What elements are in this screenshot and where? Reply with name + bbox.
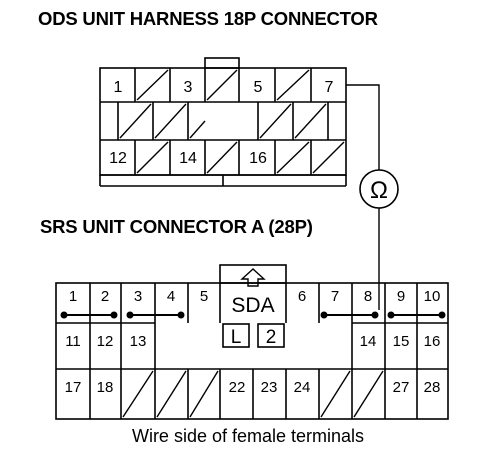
srs-2-label: 2	[266, 327, 277, 348]
srs-pin-1: 1	[69, 288, 77, 305]
srs-pin-8: 8	[364, 288, 372, 305]
srs-pin-16: 16	[424, 333, 441, 350]
ods-pin-16: 16	[249, 150, 267, 167]
srs-pin-2: 2	[101, 288, 109, 305]
srs-pin-14: 14	[360, 333, 377, 350]
ods-pin-1: 1	[114, 79, 123, 96]
srs-pin-13: 13	[130, 333, 147, 350]
srs-pin-6: 6	[298, 288, 306, 305]
srs-pin-17: 17	[65, 379, 82, 396]
up-arrow-icon	[240, 268, 266, 287]
srs-pin-7: 7	[331, 288, 339, 305]
diagram-caption: Wire side of female terminals	[131, 426, 365, 446]
ods-connector-title: ODS UNIT HARNESS 18P CONNECTOR	[38, 8, 378, 29]
ods-pin-5: 5	[254, 79, 263, 96]
ods-connector-lock-tab	[204, 57, 240, 69]
srs-pin-18: 18	[97, 379, 114, 396]
srs-pin-11: 11	[65, 333, 81, 350]
srs-l-label: L	[231, 327, 242, 348]
ohm-symbol: Ω	[370, 177, 388, 204]
ohmmeter-icon	[359, 169, 399, 209]
srs-pin-12: 12	[97, 333, 114, 350]
srs-pin-28: 28	[424, 379, 441, 396]
ods-pin-14: 14	[179, 150, 197, 167]
srs-2-box	[257, 323, 285, 348]
srs-pin-10: 10	[424, 288, 441, 305]
srs-connector-body	[55, 264, 449, 420]
srs-pin-22: 22	[229, 379, 246, 396]
srs-shorting-bars	[60, 311, 446, 319]
ods-blank-cavity-marks	[119, 69, 345, 174]
ods-pin-3: 3	[184, 79, 193, 96]
srs-pin-numbers: 1 2 3 4 5 6 7 8 9 10 11 12 13 14 15 16 1…	[65, 288, 441, 396]
ods-pin-12: 12	[109, 150, 127, 167]
srs-connector-title: SRS UNIT CONNECTOR A (28P)	[40, 216, 313, 237]
srs-sda-label: SDA	[231, 294, 274, 317]
ods-pin-numbers: 1 3 5 7 12 14 16	[109, 79, 333, 167]
srs-l-box	[222, 323, 250, 348]
srs-pin-23: 23	[261, 379, 278, 396]
srs-pin-4: 4	[167, 288, 175, 305]
srs-pin-27: 27	[393, 379, 410, 396]
ods-pin-7: 7	[325, 79, 334, 96]
srs-connector-lock-tab	[219, 264, 287, 284]
srs-blank-cavity-marks	[122, 370, 384, 418]
srs-pin-9: 9	[397, 288, 405, 305]
srs-pin-5: 5	[200, 288, 208, 305]
ohmmeter-lead	[346, 84, 399, 310]
srs-pin-24: 24	[294, 379, 311, 396]
srs-pin-15: 15	[393, 333, 410, 350]
srs-pin-3: 3	[134, 288, 142, 305]
